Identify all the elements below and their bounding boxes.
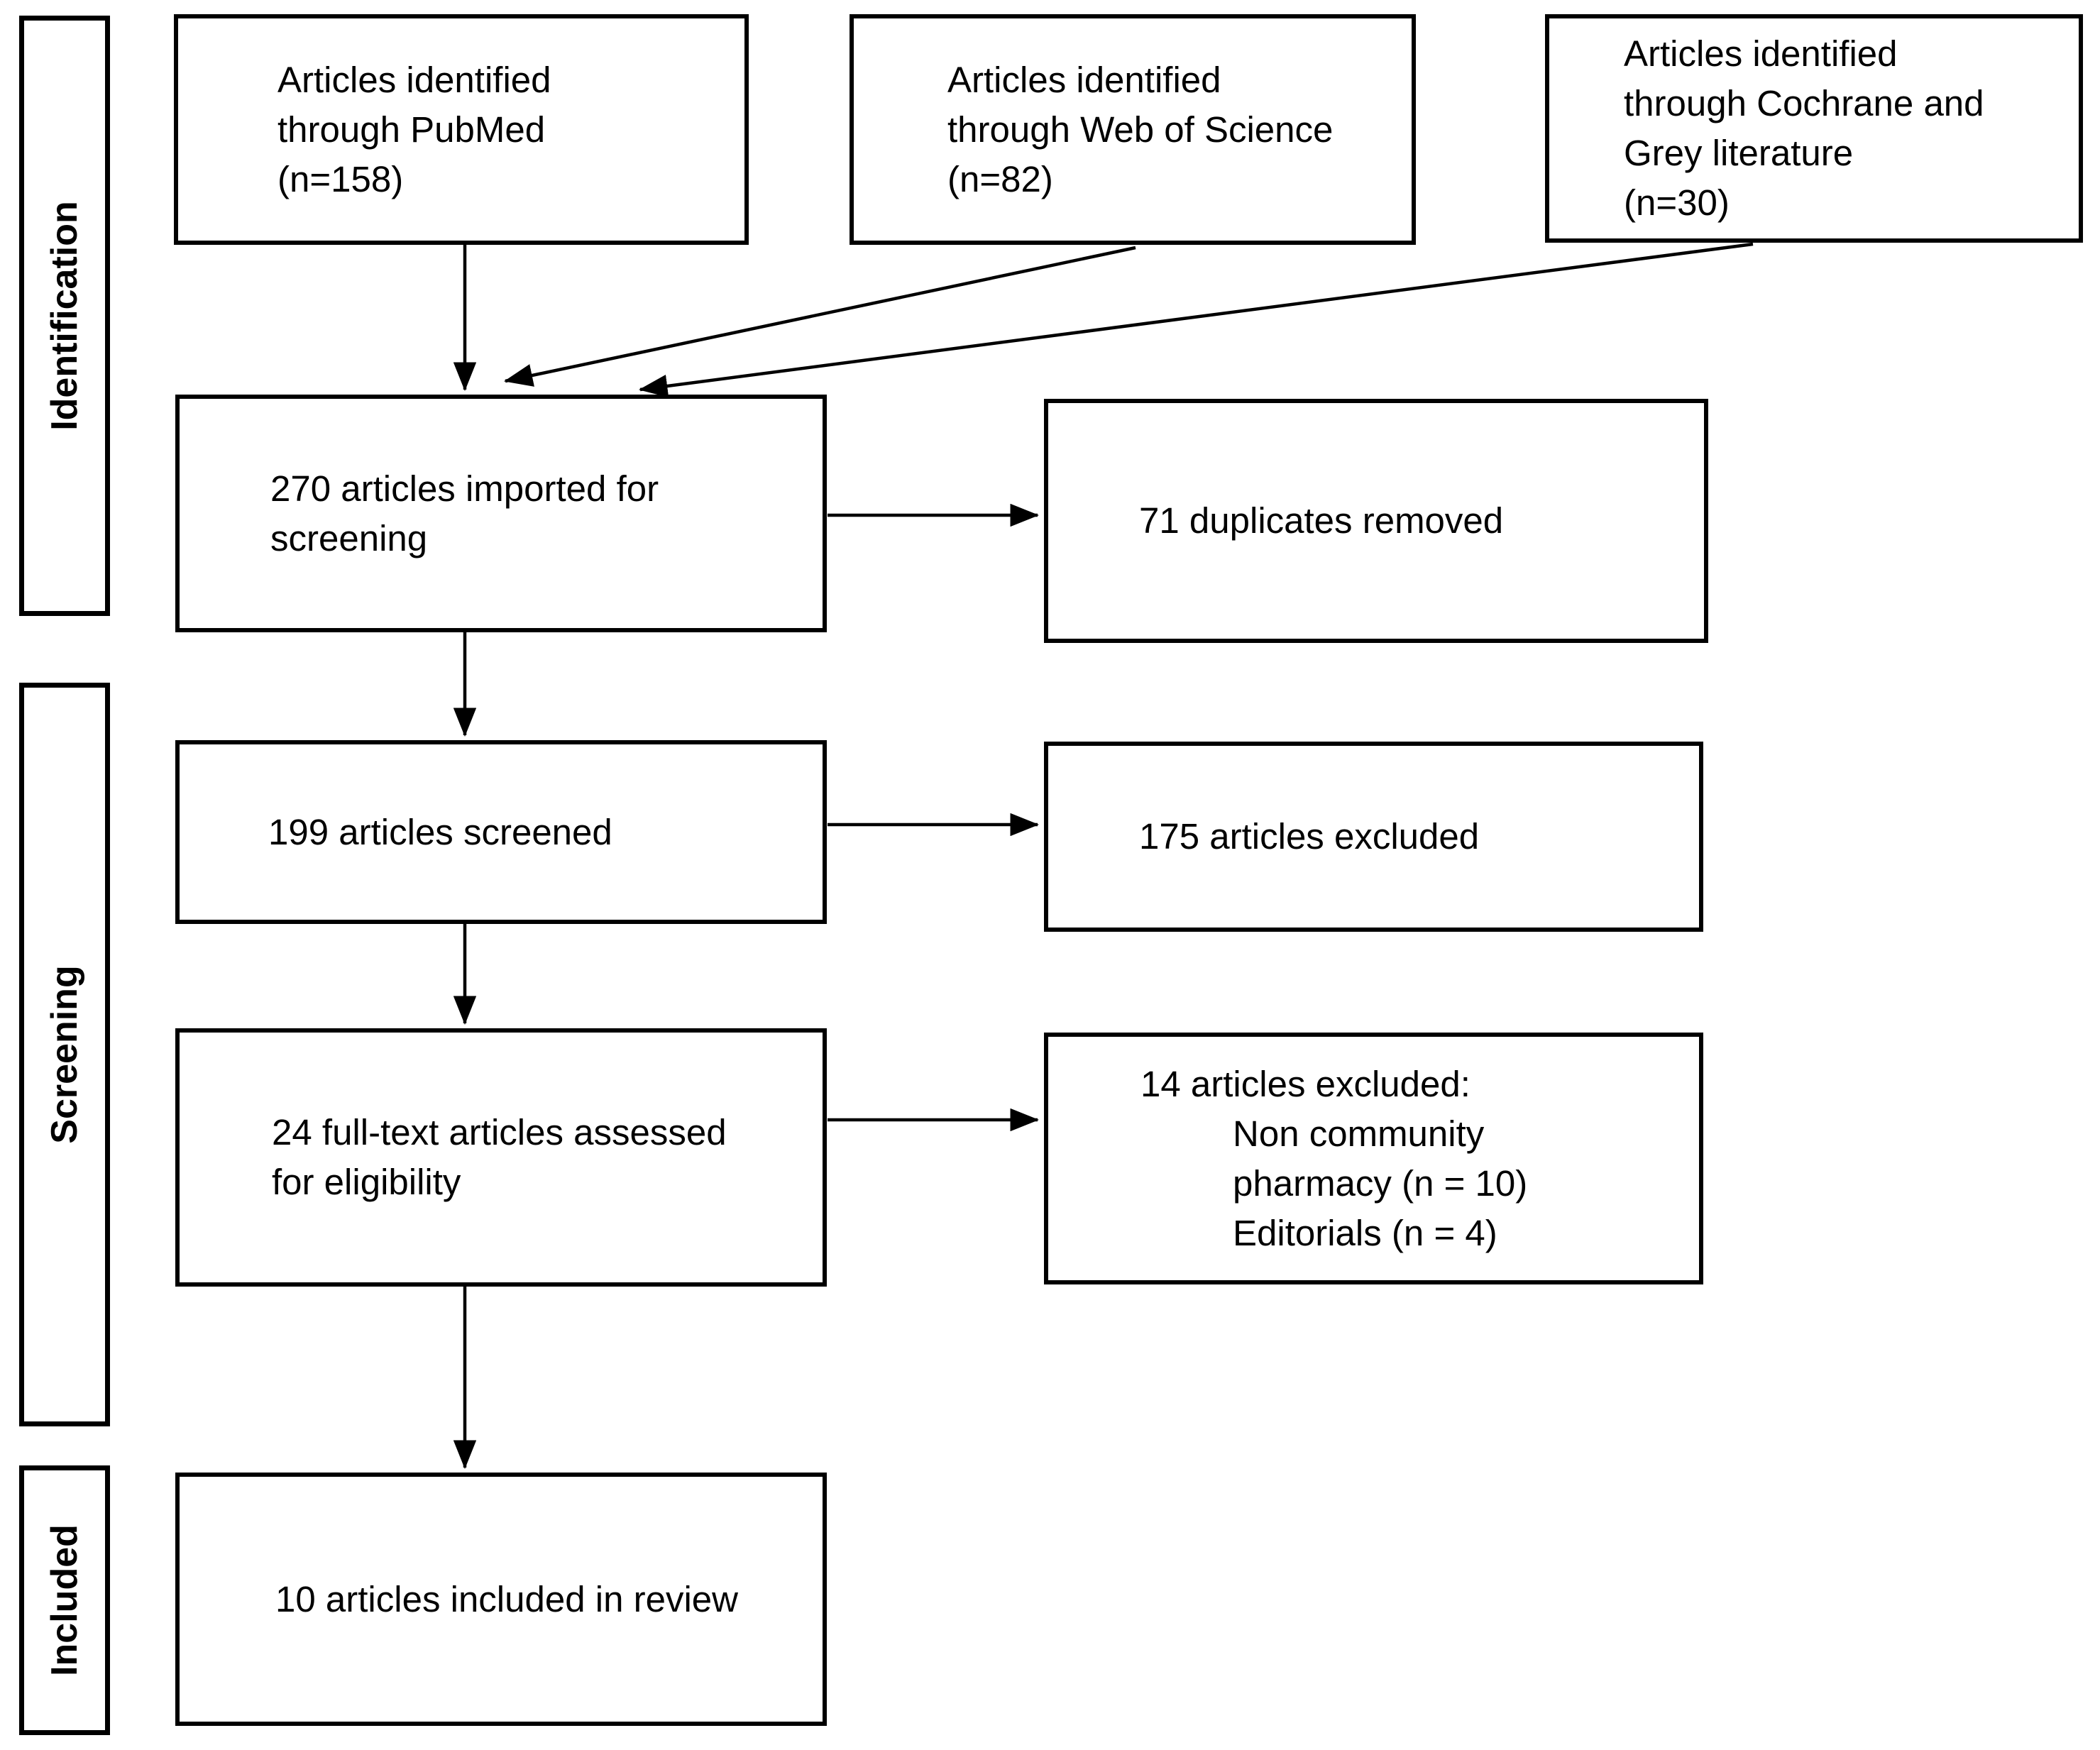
box-articles-excluded: 175 articles excluded [1044,742,1703,932]
box-duplicates-removed-text: 71 duplicates removed [1139,500,1504,541]
box-fulltext-excluded-details: Non community pharmacy (n = 10) Editoria… [1233,1113,1528,1253]
box-fulltext-assessed-text: 24 full-text articles assessed for eligi… [272,1112,727,1202]
box-imported-for-screening: 270 articles imported for screening [175,395,827,632]
box-identified-web-of-science-text: Articles identified through Web of Scien… [947,59,1334,199]
box-fulltext-excluded-heading: 14 articles excluded: [1140,1063,1470,1104]
box-identified-cochrane-grey-text: Articles identified through Cochrane and… [1624,33,1984,223]
box-fulltext-assessed: 24 full-text articles assessed for eligi… [175,1028,827,1287]
stage-label-included: Included [19,1465,110,1735]
stage-label-screening: Screening [19,683,110,1426]
box-identified-pubmed: Articles identified through PubMed (n=15… [174,14,749,245]
box-articles-excluded-text: 175 articles excluded [1139,816,1480,857]
box-identified-web-of-science: Articles identified through Web of Scien… [850,14,1416,245]
box-fulltext-excluded: 14 articles excluded: Non community phar… [1044,1033,1703,1284]
stage-label-included-text: Included [44,1524,85,1676]
box-duplicates-removed: 71 duplicates removed [1044,399,1708,643]
stage-label-screening-text: Screening [44,965,85,1144]
stage-label-identification-text: Identification [44,201,85,431]
arrow-cochrane-to-imported [638,242,1754,398]
stage-label-identification: Identification [19,16,110,616]
box-imported-for-screening-text: 270 articles imported for screening [270,468,659,558]
arrow-wos-to-imported [504,246,1136,387]
box-identified-pubmed-text: Articles identified through PubMed (n=15… [277,59,551,199]
box-articles-screened-text: 199 articles screened [268,811,612,852]
box-identified-cochrane-grey: Articles identified through Cochrane and… [1545,14,2083,243]
box-included-in-review: 10 articles included in review [175,1473,827,1726]
box-included-in-review-text: 10 articles included in review [275,1578,738,1619]
box-articles-screened: 199 articles screened [175,740,827,924]
